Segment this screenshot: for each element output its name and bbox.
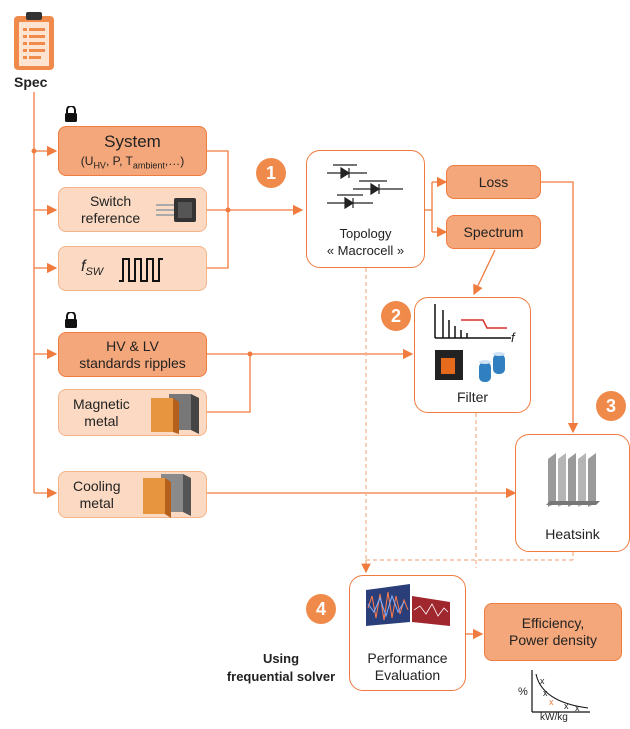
frequency-analysis-icon <box>366 584 450 626</box>
spectrum-plot-icon <box>434 304 511 339</box>
chart-ylabel: % <box>518 686 528 698</box>
topology-box: Topology « Macrocell » <box>306 150 425 268</box>
topology-line1: Topology <box>339 226 392 241</box>
efficiency-line2: Power density <box>509 632 597 648</box>
heatsink-label: Heatsink <box>545 526 600 542</box>
step-badge-3: 3 <box>596 391 626 421</box>
loss-label: Loss <box>478 173 509 190</box>
switch-line2: reference <box>81 209 141 226</box>
chart-marker: x <box>540 676 545 686</box>
cooling-line1: Cooling <box>73 477 121 494</box>
system-title: System <box>104 131 161 151</box>
magnetic-metal-box: Magnetic metal <box>58 389 207 436</box>
spec-clipboard-icon <box>12 10 56 72</box>
standards-ripples-box: HV & LV standards ripples <box>58 332 207 377</box>
topology-line2: « Macrocell » <box>326 243 405 258</box>
heatsink-icon <box>546 453 600 507</box>
lock-icon <box>64 311 78 333</box>
chart-marker: x <box>575 703 580 713</box>
fsw-label: fSW <box>81 258 104 279</box>
transistor-icon <box>156 198 196 222</box>
solver-note: Using frequential solver <box>216 650 346 686</box>
chart-marker: x <box>549 697 554 707</box>
performance-line1: Performance <box>367 650 448 666</box>
solver-note-line1: Using <box>262 651 300 666</box>
chart-marker: x <box>564 701 569 711</box>
loss-box: Loss <box>446 165 541 199</box>
inductor-capacitor-icon <box>435 350 505 382</box>
spectrum-label: Spectrum <box>463 223 524 240</box>
step-badge-4: 4 <box>306 594 336 624</box>
filter-box: f Filter <box>414 297 531 413</box>
efficiency-box: Efficiency, Power density <box>484 603 622 661</box>
performance-line2: Evaluation <box>374 667 441 683</box>
efficiency-line1: Efficiency, <box>521 615 585 631</box>
chart-xlabel: kW/kg <box>540 712 568 723</box>
metal-plates-icon <box>143 474 191 518</box>
spectrum-box: Spectrum <box>446 215 541 249</box>
metal-plates-icon <box>151 394 199 434</box>
filter-label: Filter <box>456 389 489 405</box>
inverter-circuit-icon <box>327 164 403 210</box>
fsw-box: fSW <box>58 246 207 291</box>
filter-axis-f: f <box>511 330 515 345</box>
heatsink-box: Heatsink <box>515 434 630 552</box>
system-params: (UHV, P, Tambient,…) <box>80 153 185 171</box>
standards-line2: standards ripples <box>79 354 186 371</box>
switch-line1: Switch <box>89 192 132 209</box>
step-badge-1: 1 <box>256 158 286 188</box>
pareto-mini-chart: % x x x x x kW/kg <box>512 668 592 726</box>
square-wave-icon <box>119 258 163 282</box>
chart-marker: x <box>543 688 548 698</box>
cooling-line2: metal <box>79 494 114 511</box>
solver-note-line2: frequential solver <box>226 669 336 684</box>
spec-label: Spec <box>14 74 48 90</box>
magnetic-line1: Magnetic <box>73 395 130 412</box>
step-badge-2: 2 <box>381 301 411 331</box>
standards-line1: HV & LV <box>106 337 159 354</box>
performance-box: Performance Evaluation <box>349 575 466 691</box>
system-box: System (UHV, P, Tambient,…) <box>58 126 207 176</box>
magnetic-line2: metal <box>84 412 119 429</box>
lock-icon <box>64 105 78 127</box>
cooling-metal-box: Cooling metal <box>58 471 207 518</box>
switch-reference-box: Switch reference <box>58 187 207 232</box>
